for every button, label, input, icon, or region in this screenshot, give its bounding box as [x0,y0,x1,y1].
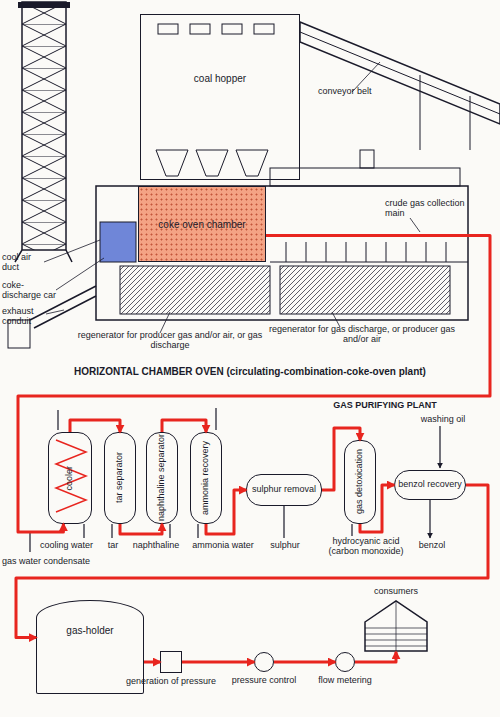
lattice-tower [22,2,66,250]
node-label: gas detoxication [355,449,365,514]
vessel: tar separator [104,432,136,524]
plant-label: regenerator for gas discharge, or produc… [262,324,462,345]
node-label: cooler [65,466,75,491]
node-label: sulphur removal [252,485,316,495]
leader-line [44,62,420,333]
meter-circle: flow metering [335,652,355,672]
plant-label: HORIZONTAL CHAMBER OVEN (circulating-com… [20,366,480,378]
vessel: benzol recovery [394,470,466,500]
oven-grid [270,242,468,262]
node-label: consumers [374,587,418,597]
node-label: coke oven chamber [158,219,245,230]
node-label: pressure control [232,676,297,686]
window [190,24,210,34]
plant-label: washing oil [408,414,478,424]
node-label: naphthaline separator [157,434,167,521]
building-box: coal hopper [140,14,300,180]
node-label: generation of pressure [126,677,216,687]
hopper-funnel [196,150,228,176]
plant-label: benzol [414,540,450,550]
plant-label: crude gas collection main [385,198,465,219]
gas-pipe [162,420,206,432]
plant-label: GAS PURIFYING PLANT [290,400,480,410]
house-wall [365,601,427,651]
gas-pipe [360,485,394,532]
plant-label: ammonia water [190,540,256,550]
pressure-box: generation of pressure [160,651,182,673]
plant-label: tar [100,540,126,550]
gas-pipe [182,661,254,664]
node-label: benzol recovery [398,480,462,490]
gas-pipe [16,485,488,638]
vessel: ammonia recovery [190,432,222,524]
coke-discharge-car [100,222,136,262]
node-label: flow metering [318,676,372,686]
node-label: ammonia recovery [201,441,211,515]
oven-stack [360,150,374,168]
house-outline [364,600,428,652]
plant-label: sulphur [258,540,312,550]
vessel: naphthaline separator [146,432,178,524]
plant-label: gas water condensate [2,556,112,566]
node-label: coal hopper [194,73,246,84]
house-siding [365,601,427,651]
vessel: gas detoxication [344,440,376,524]
gas-pipe [206,490,246,534]
cooler-coil [56,440,86,512]
plant-label: hydrocyanic acid (carbon monoxide) [318,536,414,557]
node-label: gas-holder [66,625,113,636]
hopper-funnel [236,150,268,176]
gas-pipe [322,428,360,490]
gas-pipe [355,652,396,662]
regenerator [120,266,270,314]
window [158,24,178,34]
plant-label: conveyor belt [318,86,408,96]
conveyor-support [300,32,500,150]
vessel: sulphur removal [246,474,322,506]
plant-label: coke-discharge car [2,280,60,301]
window [254,24,274,34]
oven-chamber: coke oven chamber [138,186,266,262]
plant-label: regenerator for producer gas and/or air,… [70,330,270,351]
vessel: cooler [48,432,92,524]
house: consumers [364,600,428,652]
hopper-funnel [156,150,188,176]
oven-body [96,186,468,320]
gas-pipe [70,420,120,432]
gas-pipe [274,661,335,664]
plant-label: naphthaline [130,540,182,550]
window [222,24,242,34]
oven-machinery [270,168,460,186]
plant-label: exhaust conduit [2,306,50,327]
regenerator [280,266,450,314]
gauge-circle: pressure control [254,652,274,672]
plant-label: cooling water [40,540,100,550]
gas-pipe [18,235,490,532]
gas-pipe [144,661,160,664]
node-label: tar separator [115,452,125,503]
gas-pipe [120,524,162,534]
plant-label: cool air duct [2,252,48,273]
